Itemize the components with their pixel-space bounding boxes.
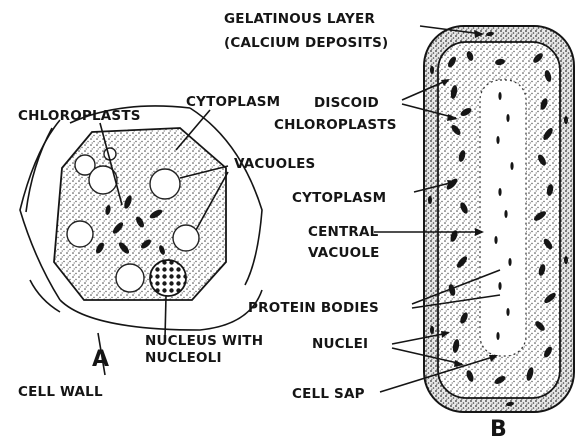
vacuole bbox=[116, 264, 144, 292]
cell-b: GELATINOUS LAYER (CALCIUM DEPOSITS) DISC… bbox=[224, 11, 574, 439]
nucleus-a bbox=[150, 260, 186, 296]
label-cell-sap: CELL SAP bbox=[292, 386, 365, 402]
vacuole bbox=[173, 225, 199, 251]
label-letter-b: B bbox=[490, 417, 507, 439]
vacuole bbox=[150, 169, 180, 199]
label-central-line2: VACUOLE bbox=[308, 245, 380, 261]
label-chloroplasts: CHLOROPLASTS bbox=[18, 108, 141, 124]
label-cell-wall: CELL WALL bbox=[18, 384, 103, 400]
label-discoid-line2: CHLOROPLASTS bbox=[274, 117, 397, 133]
cell-a: CHLOROPLASTS CYTOPLASM VACUOLES NUCLEUS … bbox=[18, 94, 315, 400]
label-gelatinous-line2: (CALCIUM DEPOSITS) bbox=[224, 35, 388, 51]
label-cytoplasm-b: CYTOPLASM bbox=[292, 190, 386, 206]
label-nucleus-line2: NUCLEOLI bbox=[145, 350, 222, 366]
label-central-line1: CENTRAL bbox=[308, 224, 379, 240]
nucleus-leader bbox=[165, 296, 166, 338]
label-cytoplasm-a: CYTOPLASM bbox=[186, 94, 280, 110]
cell-wall-fragment bbox=[30, 280, 60, 312]
label-discoid-line1: DISCOID bbox=[314, 95, 379, 111]
label-nuclei: NUCLEI bbox=[312, 336, 368, 352]
cell-wall-left-inner bbox=[26, 128, 52, 212]
label-vacuoles: VACUOLES bbox=[234, 156, 315, 172]
label-nucleus-line1: NUCLEUS WITH bbox=[145, 333, 263, 349]
label-gelatinous-line1: GELATINOUS LAYER bbox=[224, 11, 375, 27]
central-vacuole bbox=[480, 80, 526, 356]
vacuole bbox=[67, 221, 93, 247]
label-letter-a: A bbox=[92, 347, 109, 372]
label-protein-bodies: PROTEIN BODIES bbox=[248, 300, 379, 316]
